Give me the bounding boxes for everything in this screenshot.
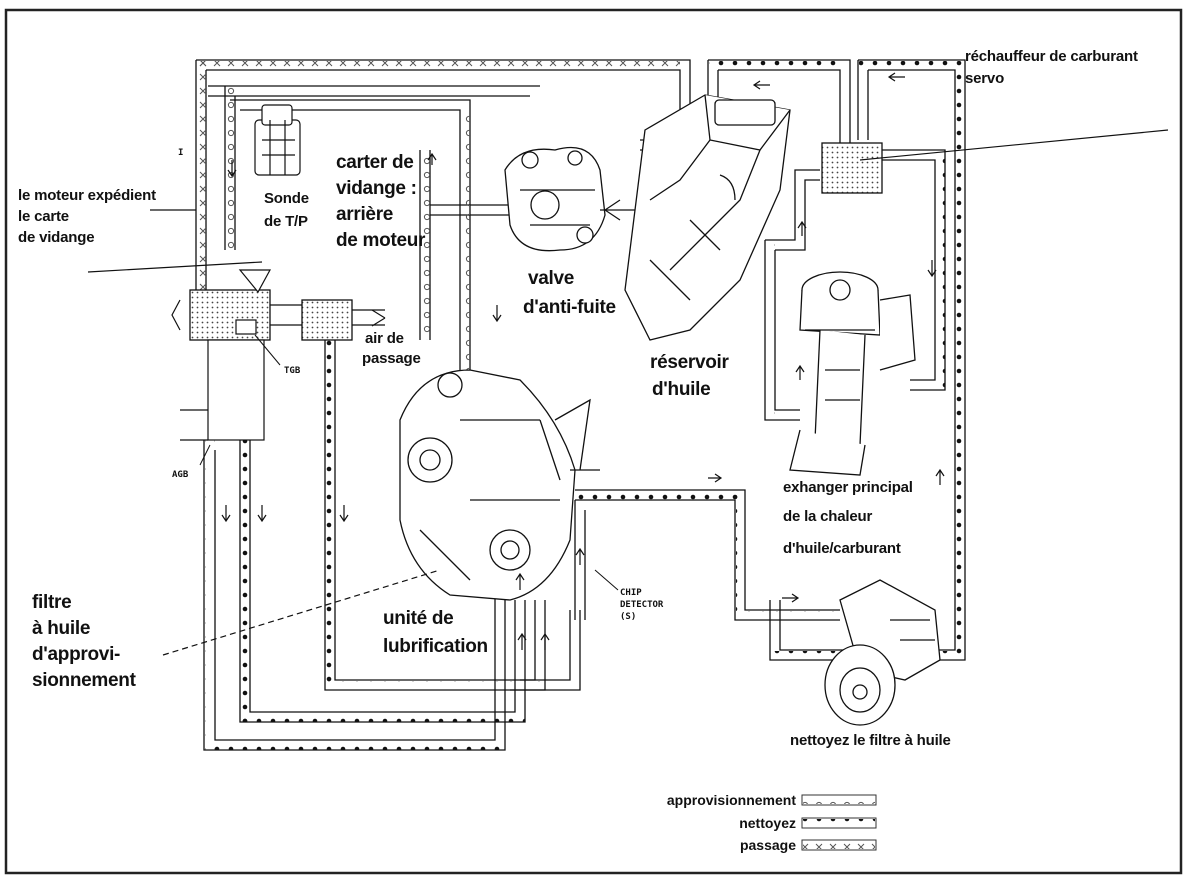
label-exchanger-1: exhanger principal xyxy=(783,479,913,496)
breather-block xyxy=(302,300,352,340)
label-sensor-1: Sonde xyxy=(264,190,309,207)
label-tgb: TGB xyxy=(284,366,300,376)
label-valve-2: d'anti-fuite xyxy=(523,297,616,319)
legend-vent-label: passage xyxy=(640,837,796,853)
label-fuel-heater-1: réchauffeur de carburant xyxy=(965,48,1138,65)
label-engine-2: le carte xyxy=(18,208,69,225)
label-gearbox-1: carter de xyxy=(336,152,414,174)
label-chip-2: DETECTOR xyxy=(620,600,663,610)
label-chip-3: (S) xyxy=(620,612,636,622)
label-lube-2: lubrification xyxy=(383,636,488,658)
frame-border xyxy=(6,10,1181,873)
label-tank-2: d'huile xyxy=(652,379,710,401)
label-gearbox-3: arrière xyxy=(336,204,393,226)
legend-supply-swatch xyxy=(803,796,875,804)
label-filter-2: à huile xyxy=(32,618,90,640)
label-filter-3: d'approvi- xyxy=(32,644,120,666)
legend-supply-label: approvisionnement xyxy=(640,792,796,808)
label-filter-4: sionnement xyxy=(32,670,136,692)
label-gearbox-2: vidange : xyxy=(336,178,417,200)
fuel-heater-box xyxy=(822,143,882,193)
lubrication-unit xyxy=(400,370,600,600)
label-agb: AGB xyxy=(172,470,188,480)
label-gearbox-4: de moteur xyxy=(336,230,425,252)
legend-scavenge-swatch xyxy=(803,819,875,827)
label-air-1: air de xyxy=(365,330,404,347)
vent-line-pattern xyxy=(197,61,680,70)
label-fuel-heater-2: servo xyxy=(965,70,1004,87)
label-engine-3: de vidange xyxy=(18,229,94,246)
label-exchanger-2: de la chaleur xyxy=(783,508,872,525)
label-sensor-2: de T/P xyxy=(264,213,308,230)
label-clean-filter: nettoyez le filtre à huile xyxy=(790,732,951,749)
label-air-2: passage xyxy=(362,350,421,367)
oil-filter xyxy=(825,580,940,725)
legend-scavenge-label: nettoyez xyxy=(640,815,796,831)
anti-leak-valve xyxy=(505,148,605,251)
label-small-i: I xyxy=(178,148,183,158)
label-filter-1: filtre xyxy=(32,592,71,614)
label-engine-1: le moteur expédient xyxy=(18,187,156,204)
legend-vent-swatch xyxy=(803,841,875,849)
tp-sensor xyxy=(255,105,300,175)
label-tank-1: réservoir xyxy=(650,352,729,374)
tgb-block xyxy=(190,290,270,340)
label-exchanger-3: d'huile/carburant xyxy=(783,540,901,557)
label-chip-1: CHIP xyxy=(620,588,642,598)
label-valve-1: valve xyxy=(528,268,574,290)
label-lube-1: unité de xyxy=(383,608,453,630)
heat-exchanger xyxy=(790,272,915,475)
